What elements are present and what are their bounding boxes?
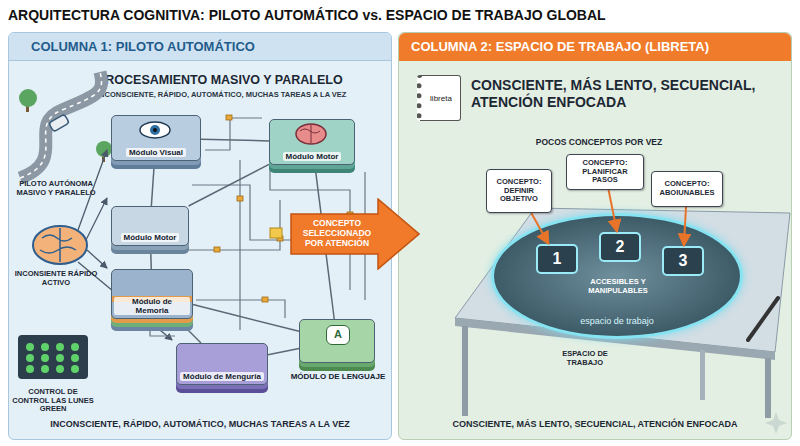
notebook-icon: libreta [417,75,461,121]
module-block: AMÓDULO DE LENGUAJE [299,319,375,363]
concept-callout: CONCEPTO: PLANIFICAR PASOS [566,154,644,190]
module-block: Módulo de Memoria [111,269,193,319]
wire-connector [315,165,334,319]
module-label: 2 [616,238,625,256]
module-label: CONCEPTO: ABOIUNABLES [654,180,720,197]
annotation-label: INCONSIENTE RÁPIDO ACTIVO [14,270,98,287]
pin-connector [531,213,548,244]
workspace-rim-label: espacio de trabajo [567,316,667,326]
section-subtitle: INCONSCIENTE, RÁPIDO, AUTOMÁTICO, MUCHAS… [97,90,391,99]
module-label: CONCEPTO: DEFINIR OBJETIVO [489,178,549,204]
module-label: Módulo Motor [283,152,342,161]
section-heading: CONSCIENTE, MÁS LENTO, SECUENCIAL, ATENC… [471,77,756,111]
concept-slot: 1 [536,244,578,274]
module-label: CONCEPTO: PLANIFICAR PASOS [569,159,641,185]
concept-callout: CONCEPTO: ABOIUNABLES [651,171,723,207]
section-heading: PROCESAMIENTO MASIVO Y PARALELO [97,73,391,87]
column-footer: INCONSCIENTE, RÁPIDO, AUTOMÁTICO, MUCHAS… [9,419,391,429]
module-label: Módulo Motor [121,233,180,242]
section-note: POCOS CONCEPTOS POR VEZ [509,137,689,147]
wire-connector [177,319,201,343]
module-label: libreta [430,94,452,103]
column-header: COLUMNA 1: PILOTO AUTOMÁTICO [9,33,391,61]
column-panel: COLUMNA 2: ESPACIO DE TRABAJO (LIBRETA) C… [398,32,792,440]
diagram-title: ARQUITECTURA COGNITIVA: PILOTO AUTOMÁTIC… [8,7,798,23]
wire-connector [189,164,269,206]
module-label: MÓDULO DE LENGUAJE [286,372,390,381]
workspace-note: ACCESIBLES Y MANIPULABLES [583,278,653,295]
chat-bubble-letter: A [326,325,350,345]
concept-callout: CONCEPTO: DEFINIR OBJETIVO [486,169,552,213]
annotation-label: ESPACIO DE TRABAJO [553,350,617,367]
module-block: Módulo Motor [111,206,189,246]
annotation-label: CONTROL DE CONTROL LAS LUNES GREEN [10,388,96,414]
module-label: Módulo Visual [126,148,186,157]
arrow-label: CONCEPTO SELECCIONADO POR ATENCIÓN [296,216,378,252]
module-block: Módulo Visual [111,115,201,161]
attention-arrow: CONCEPTO SELECCIONADO POR ATENCIÓN [290,198,420,270]
wire-connector [193,304,299,331]
annotation-label: PILOTO AUTÓNOMA MASIVO Y PARALELO [8,180,104,197]
concept-slot: 3 [662,246,704,276]
column-footer: CONSCIENTE, MÁS LENTO, SECUENCIAL, ATENC… [399,419,791,429]
module-label: 1 [553,250,562,268]
wire-connector [151,161,154,206]
module-block: Módulo de Menguria [176,343,268,385]
wire-connector [268,349,299,355]
module-label: 3 [679,252,688,270]
module-label: Módulo de Menguria [180,372,264,381]
wire-connector [150,246,152,269]
wire-connector [201,139,269,141]
module-block: Módulo Motor [269,119,355,165]
module-label: Módulo de Memoria [114,297,190,315]
concept-slot: 2 [599,232,641,262]
column-header: COLUMNA 2: ESPACIO DE TRABAJO (LIBRETA) [399,33,791,61]
pin-connector [684,207,686,246]
pin-connector [609,190,617,232]
workspace-disc: ACCESIBLES Y MANIPULABLES espacio de trab… [491,213,743,339]
